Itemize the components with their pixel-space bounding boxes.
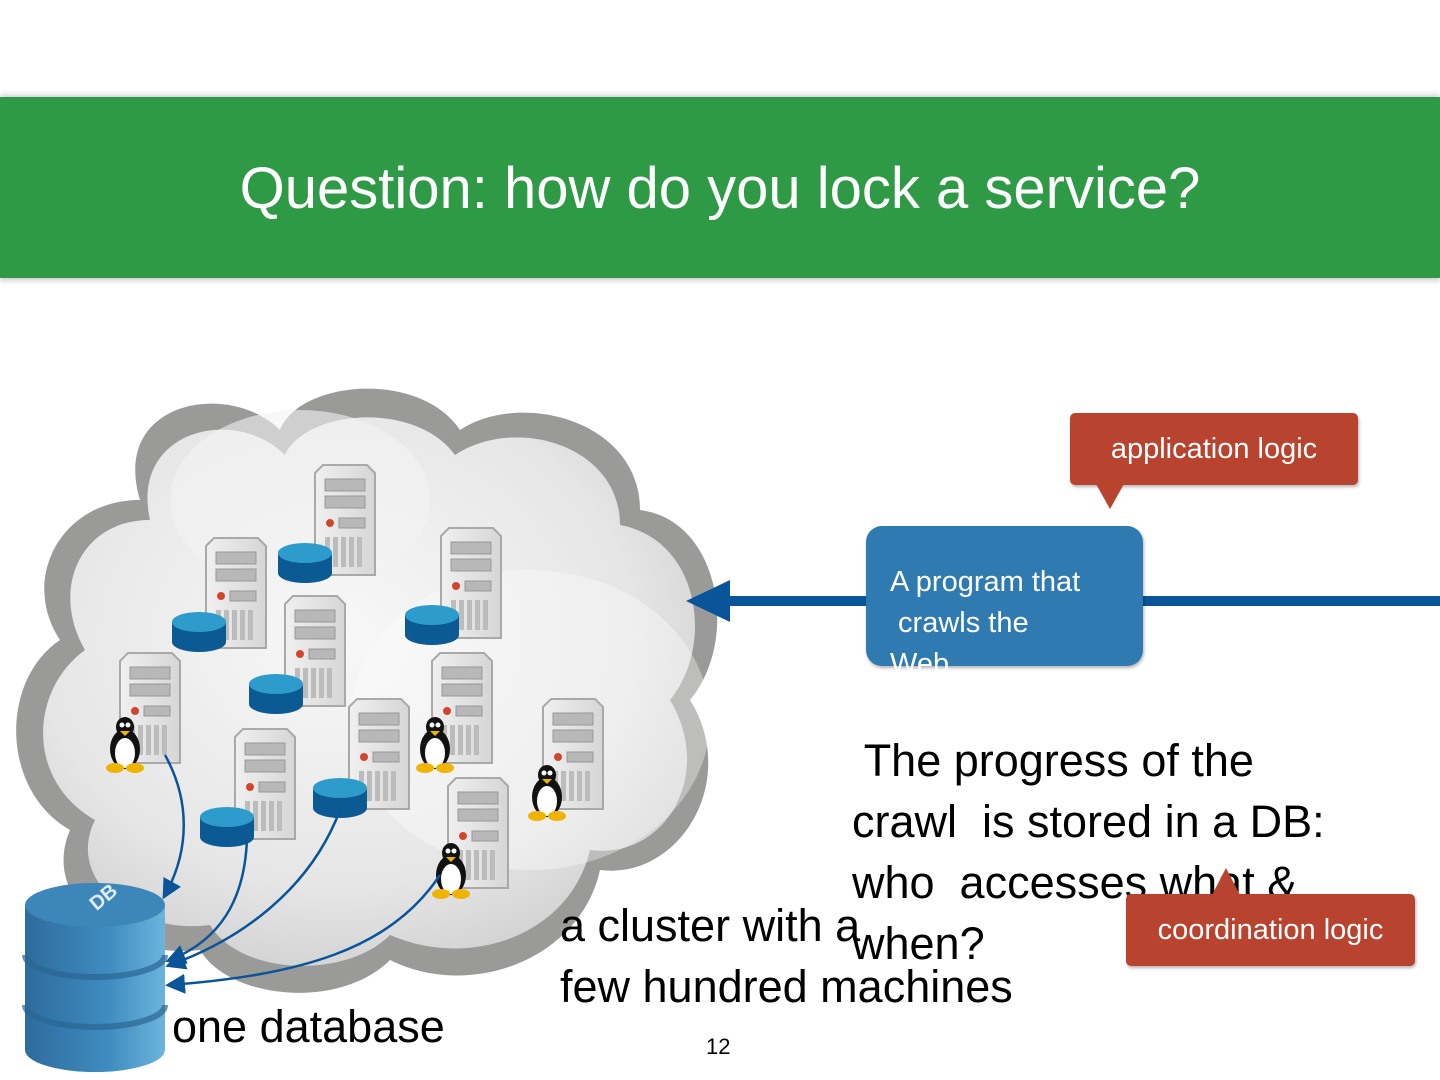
connection-arrows: [162, 754, 442, 994]
slide-title: Question: how do you lock a service?: [239, 156, 1201, 221]
database-label: one database: [172, 1001, 445, 1052]
connection-arrow: [165, 874, 442, 994]
connection-arrow: [165, 809, 342, 970]
penguin-icon: [106, 717, 144, 773]
disk-icon: [313, 778, 367, 818]
disk-icon: [200, 807, 254, 847]
connection-arrow: [162, 754, 185, 900]
callout-tail: [1212, 868, 1240, 895]
disk-icon: [278, 543, 332, 583]
penguin-icon: [528, 765, 566, 821]
crawler-program-text: A program that crawls the Web: [890, 566, 1081, 672]
disk-icon: [172, 612, 226, 652]
application-logic-callout: application logic: [1070, 413, 1358, 485]
server-icon: [542, 698, 604, 810]
server-icon: [348, 698, 410, 810]
database-icon: DB: [22, 880, 168, 1072]
server-icon: [314, 464, 376, 576]
disk-icon: [405, 605, 459, 645]
coordination-logic-callout: coordination logic: [1126, 894, 1415, 966]
progress-description: The progress of the crawl is stored in a…: [852, 735, 1325, 969]
cluster-label: a cluster with a few hundred machines: [560, 900, 1013, 1012]
crawler-program-box: [866, 526, 1143, 666]
page-number: 12: [706, 1034, 731, 1059]
disk-icon: [249, 674, 303, 714]
title-banner: [0, 97, 1440, 278]
callout-tail: [1096, 484, 1124, 509]
penguin-icon: [432, 843, 470, 899]
penguin-icon: [416, 717, 454, 773]
